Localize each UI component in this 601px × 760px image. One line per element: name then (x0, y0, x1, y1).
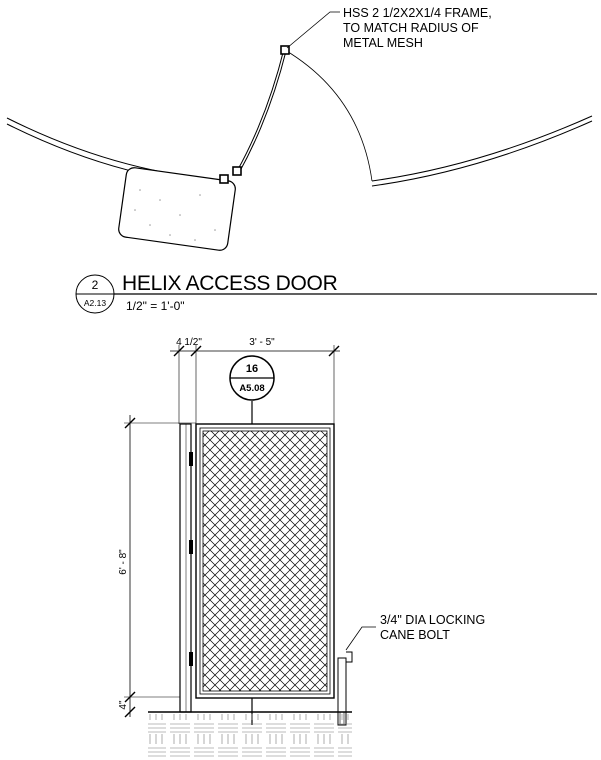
dim-door-height: 6' - 8" (118, 549, 129, 575)
detail-title: HELIX ACCESS DOOR (122, 272, 338, 295)
plan-hss-frame-jamb (219, 174, 229, 184)
plan-door-leaf (236, 49, 287, 173)
plan-hss-frame-top (280, 45, 290, 55)
hinges (189, 452, 193, 666)
plan-note-line1: HSS 2 1/2X2X1/4 FRAME, (343, 6, 492, 20)
plan-mesh-left (6, 117, 223, 181)
plan-concrete-stipple (134, 189, 216, 241)
plan-hss-frame-hinge (232, 166, 242, 176)
plan-view: HSS 2 1/2X2X1/4 FRAME, TO MATCH RADIUS O… (6, 6, 593, 251)
detail-scale: 1/2" = 1'-0" (126, 299, 185, 313)
plan-note-line3: METAL MESH (343, 36, 423, 50)
elevation-view: 4 1/2" 3' - 5" 6' - 8" 4" 16 A5.08 (118, 337, 485, 758)
detail-title-block: 2 A2.13 HELIX ACCESS DOOR 1/2" = 1'-0" (75, 272, 597, 314)
plan-note-line2: TO MATCH RADIUS OF (343, 21, 479, 35)
section-callout-number: 16 (246, 363, 258, 375)
dim-bottom-gap: 4" (118, 700, 129, 710)
plan-concrete-pad (118, 167, 236, 251)
jamb-post (179, 423, 192, 713)
plan-mesh-right (371, 115, 593, 182)
plan-note-leader (286, 11, 340, 49)
door-mesh (202, 430, 328, 692)
detail-sheet: A2.13 (84, 298, 106, 308)
plan-swing-arc (284, 49, 373, 182)
detail-number: 2 (92, 278, 99, 292)
plan-note: HSS 2 1/2X2X1/4 FRAME, TO MATCH RADIUS O… (343, 6, 492, 50)
bolt-note-line1: 3/4" DIA LOCKING (380, 613, 485, 627)
bolt-note: 3/4" DIA LOCKING CANE BOLT (380, 613, 485, 642)
bolt-note-line2: CANE BOLT (380, 628, 450, 642)
bolt-note-leader (345, 626, 376, 651)
ground-hatch (148, 714, 352, 758)
dim-door-width: 3' - 5" (249, 337, 275, 348)
plan-mesh-right-inner (371, 120, 593, 187)
dim-frame-width: 4 1/2" (176, 337, 202, 348)
section-callout-sheet: A5.08 (239, 383, 264, 394)
